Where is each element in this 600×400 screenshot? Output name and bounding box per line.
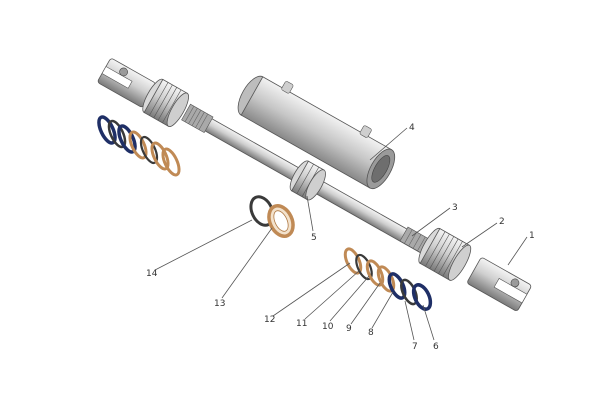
left-gland	[142, 78, 189, 127]
callout-3: 3	[452, 203, 458, 213]
cylinder-barrel	[237, 75, 396, 190]
right-clevis	[467, 257, 532, 311]
rod-thread-left	[181, 103, 214, 134]
leader-lines	[154, 127, 528, 341]
right-seal-stack	[343, 247, 433, 311]
callout-11: 11	[296, 319, 307, 329]
callout-4: 4	[409, 123, 415, 133]
callout-8: 8	[368, 328, 374, 338]
callout-1: 1	[529, 231, 535, 241]
callout-2: 2	[499, 217, 505, 227]
callout-12: 12	[264, 315, 275, 325]
callout-5: 5	[311, 233, 317, 243]
callout-13: 13	[214, 299, 225, 309]
callout-14: 14	[146, 269, 158, 279]
ring-13	[267, 204, 295, 238]
callout-7: 7	[412, 342, 418, 352]
right-gland	[418, 227, 472, 281]
left-seal-stack	[97, 115, 181, 177]
callout-6: 6	[433, 342, 439, 352]
callout-10: 10	[322, 322, 334, 332]
callout-9: 9	[346, 324, 352, 334]
middle-piston	[289, 160, 326, 201]
